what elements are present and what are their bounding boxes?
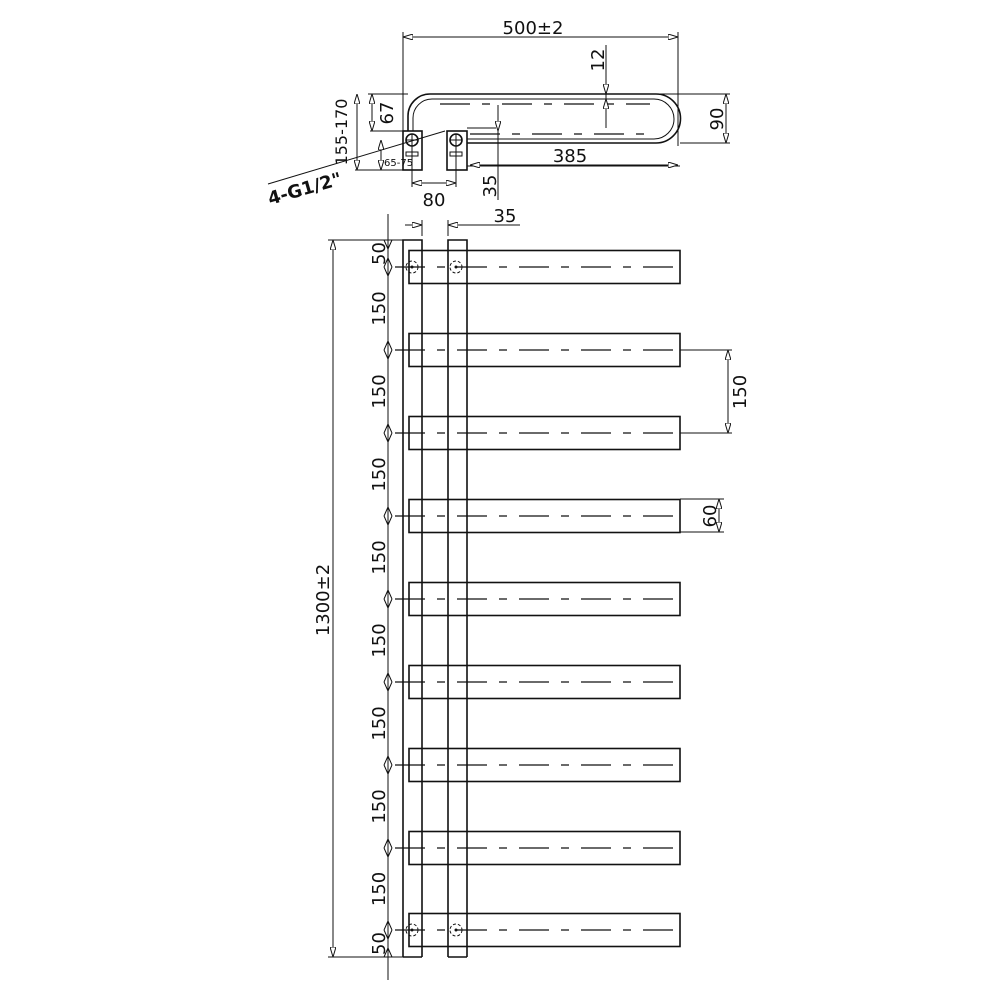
dim-inner-length: 385 <box>553 146 587 167</box>
loop-outer <box>407 93 682 144</box>
chain-arrows <box>383 847 393 931</box>
dim-chain-label: 150 <box>369 374 390 408</box>
dim-pitch: 150 <box>730 375 751 409</box>
connection-point <box>405 260 419 274</box>
dim-chain-label: 50 <box>369 242 390 265</box>
dim-chain-label: 150 <box>369 540 390 574</box>
chain-arrows <box>383 764 393 849</box>
front-view: 35 1300±2 50 150 150 150 150 150 150 150 150 50 1… <box>313 206 751 980</box>
connection-center <box>410 928 414 932</box>
dim-width: 500±2 <box>503 18 564 39</box>
dim-chain-label: 150 <box>369 457 390 491</box>
dim-offset: 35 <box>480 175 501 198</box>
chain-arrows <box>383 432 393 517</box>
dim-valve: 65-75 <box>384 158 413 169</box>
chain-arrows <box>383 929 393 958</box>
dim-depth: 90 <box>707 108 728 131</box>
dim-centers: 80 <box>423 190 446 211</box>
dim-chain-label: 150 <box>369 623 390 657</box>
chain-arrows <box>383 515 393 600</box>
connection-point <box>449 923 463 937</box>
dim-inner-depth: 67 <box>377 102 398 125</box>
connection-label: 4-G1/2" <box>266 169 345 210</box>
dim-chain-label: 150 <box>369 291 390 325</box>
chain-arrows <box>383 266 393 351</box>
connection-point <box>405 923 419 937</box>
dim-post-width: 35 <box>494 206 517 227</box>
connection-center <box>454 928 458 932</box>
valve-right <box>446 130 468 171</box>
connection-center <box>410 265 414 269</box>
chain-arrows <box>383 598 393 683</box>
dim-bar-height: 60 <box>700 505 721 528</box>
top-view: 500±2 12 90 67 155-170 65-75 4-G1/2" 80 … <box>266 18 730 211</box>
chain-arrows <box>383 239 393 268</box>
dim-wall: 155-170 <box>332 99 351 166</box>
dim-height: 1300±2 <box>313 564 334 636</box>
dim-chain-label: 50 <box>369 932 390 955</box>
connection-point <box>449 260 463 274</box>
dim-tube: 12 <box>588 49 609 72</box>
dim-chain-label: 150 <box>369 789 390 823</box>
loop-inner <box>412 98 675 140</box>
dim-chain-label: 150 <box>369 706 390 740</box>
chain-arrows <box>383 681 393 766</box>
dim-chain-label: 150 <box>369 872 390 906</box>
chain-arrows <box>383 349 393 434</box>
connection-center <box>454 265 458 269</box>
